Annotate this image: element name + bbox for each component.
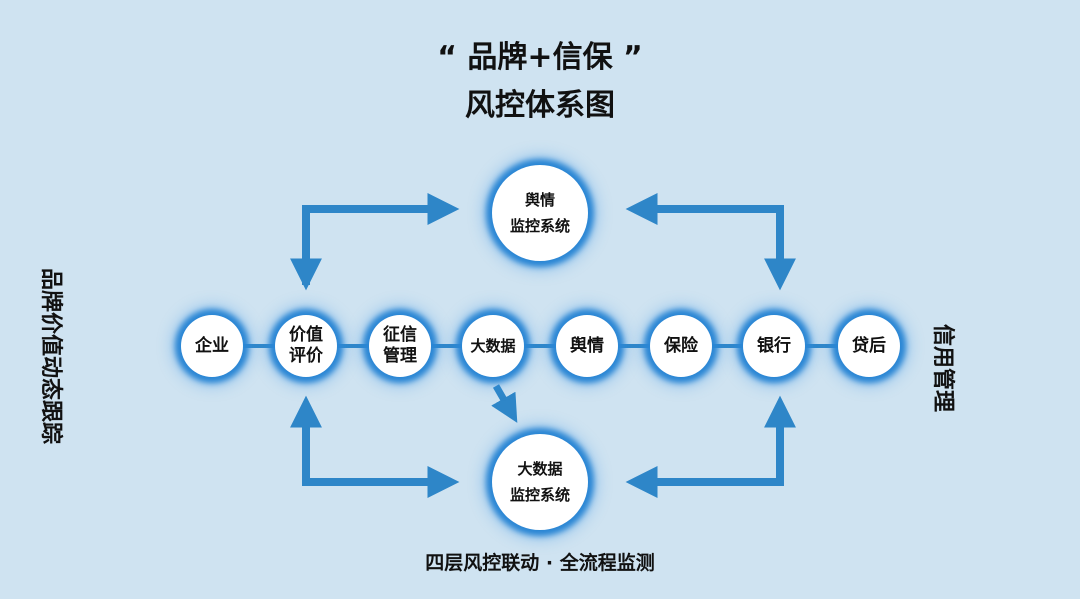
side-label-left: 品牌价值动态跟踪 bbox=[38, 267, 63, 444]
bottom-system-line2: 监控系统 bbox=[509, 486, 570, 504]
chain-node-3-line1: 大数据 bbox=[470, 336, 516, 355]
chain-node-5: 保险 bbox=[650, 315, 712, 377]
diagram-title-line1: “ 品牌+信保 ” bbox=[437, 40, 643, 75]
chain-node-2: 征信管理 bbox=[369, 315, 431, 377]
chain-node-6-line1: 银行 bbox=[757, 335, 791, 356]
chain-node-3: 大数据 bbox=[462, 315, 524, 377]
chain-node-4-line1: 舆情 bbox=[570, 335, 604, 356]
chain-node-2-line1: 征信 bbox=[383, 325, 417, 345]
bottom-system-line1: 大数据 bbox=[517, 460, 563, 478]
chain-node-0-line1: 企业 bbox=[195, 335, 229, 356]
top-system-node: 舆情 监控系统 bbox=[492, 165, 588, 261]
top-system-line1: 舆情 bbox=[524, 191, 555, 209]
chain-node-7-line1: 贷后 bbox=[852, 335, 886, 356]
diagram-title-line2: 风控体系图 bbox=[465, 88, 615, 123]
chain-node-1-line1: 价值 bbox=[289, 325, 323, 345]
chain-node-1: 价值评价 bbox=[275, 315, 337, 377]
chain-node-6: 银行 bbox=[743, 315, 805, 377]
top-system-line2: 监控系统 bbox=[509, 217, 570, 235]
chain-node-1-line2: 评价 bbox=[289, 346, 323, 366]
chain-node-2-line2: 管理 bbox=[383, 346, 417, 366]
chain-node-5-line1: 保险 bbox=[664, 335, 698, 356]
chain-node-7: 贷后 bbox=[838, 315, 900, 377]
chain-node-4: 舆情 bbox=[556, 315, 618, 377]
arrow-top-left bbox=[302, 193, 460, 285]
arrow-bigdata-down bbox=[491, 384, 518, 423]
chain-node-0: 企业 bbox=[181, 315, 243, 377]
bottom-system-node: 大数据 监控系统 bbox=[492, 434, 588, 530]
side-label-right: 信用管理 bbox=[930, 323, 955, 412]
bottom-caption: 四层风控联动 · 全流程监测 bbox=[425, 552, 655, 574]
